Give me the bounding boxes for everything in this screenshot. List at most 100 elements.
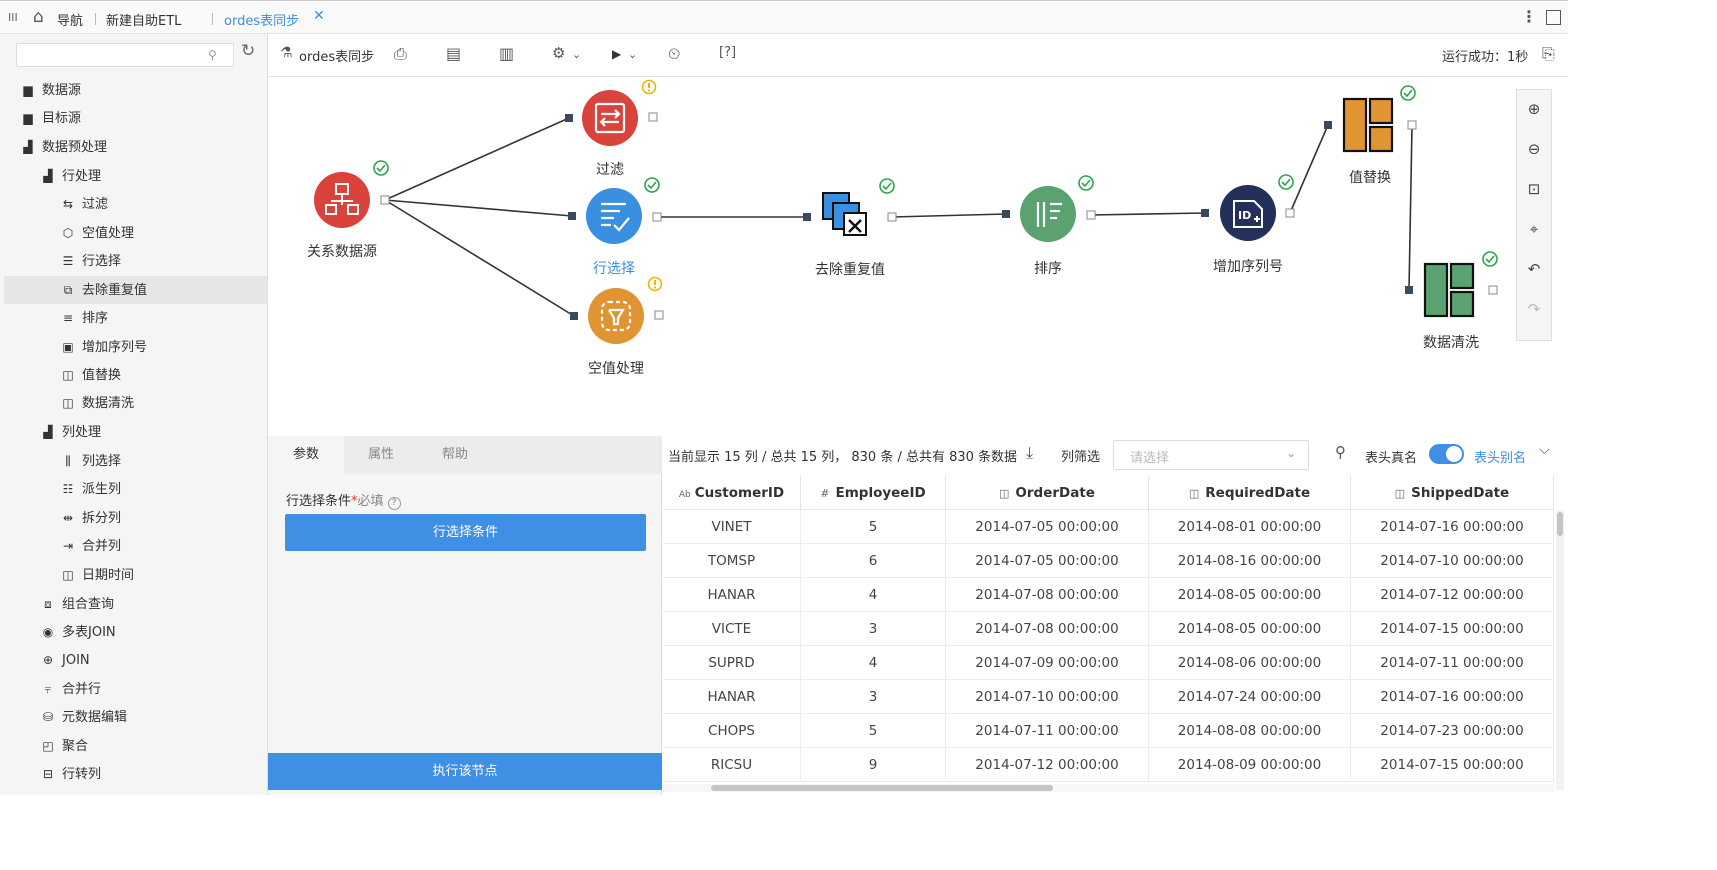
sidebar-item-label: 空值处理 <box>82 226 135 241</box>
sidebar-item-col-select[interactable]: ⫼列选择 <box>60 447 267 475</box>
col-header-employeeid[interactable]: #EmployeeID <box>801 476 946 510</box>
vertical-scrollbar[interactable] <box>1556 510 1564 790</box>
node-label-replace[interactable]: 值替换 <box>1349 170 1391 186</box>
tab-divider <box>95 13 96 25</box>
col-filter-select[interactable]: 请选择 ⌄ <box>1113 440 1309 470</box>
table-cell: 2014-07-12 00:00:00 <box>1351 578 1554 612</box>
node-label-clean[interactable]: 数据清洗 <box>1423 335 1479 351</box>
sidebar-item-datetime[interactable]: ◫日期时间 <box>60 561 267 589</box>
sidebar-item-meta[interactable]: ⛁元数据编辑 <box>40 703 267 731</box>
help-button[interactable]: [?] <box>719 45 737 60</box>
flow-canvas[interactable]: ID <box>268 77 1568 435</box>
sort-node-icon <box>1020 186 1076 242</box>
canvas-zoom-bar: ⊕ ⊖ ⊡ ⌖ ↶ ↷ <box>1516 89 1552 341</box>
execute-node-button[interactable]: 执行该节点 <box>268 753 662 790</box>
chevron-down-icon[interactable]: ⌄ <box>572 48 582 61</box>
node-label-source[interactable]: 关系数据源 <box>307 244 377 260</box>
fit-view-icon[interactable]: ⊡ <box>1527 180 1541 198</box>
zoom-out-icon[interactable]: ⊖ <box>1527 140 1541 158</box>
node-label-rowselect[interactable]: 行选择 <box>593 261 635 277</box>
tab-params[interactable]: 参数 <box>268 436 344 474</box>
sidebar-item-row-process[interactable]: ▟行处理 <box>40 162 267 190</box>
sidebar-item-row-select[interactable]: ☰行选择 <box>60 247 267 275</box>
sidebar-item-null[interactable]: ⬡空值处理 <box>60 219 267 247</box>
save-icon[interactable]: ▤ <box>446 44 462 63</box>
scrollbar-thumb[interactable] <box>1557 512 1563 536</box>
sidebar-item-merge-row[interactable]: ⫧合并行 <box>40 675 267 703</box>
col-header-orderdate[interactable]: ◫OrderDate <box>946 476 1149 510</box>
node-label-filter[interactable]: 过滤 <box>596 162 624 178</box>
scrollbar-thumb[interactable] <box>711 785 1053 791</box>
table-cell: 2014-07-12 00:00:00 <box>946 748 1149 782</box>
sidebar-item-preprocess[interactable]: ▟数据预处理 <box>20 133 267 161</box>
node-label-null[interactable]: 空值处理 <box>588 361 644 377</box>
col-header-requireddate[interactable]: ◫RequiredDate <box>1149 476 1351 510</box>
history-icon[interactable]: ⏲ <box>668 44 681 63</box>
tab-attributes[interactable]: 属性 <box>367 447 394 462</box>
sidebar-item-multi-join[interactable]: ◉多表JOIN <box>40 618 267 646</box>
alias-label: 表头别名 <box>1474 451 1527 466</box>
sidebar-item-filter[interactable]: ⇆ 过滤 <box>60 190 267 218</box>
locate-icon[interactable]: ⌖ <box>1529 220 1539 238</box>
col-header-shippeddate[interactable]: ◫ShippedDate <box>1351 476 1554 510</box>
close-tab-icon[interactable]: ✕ <box>313 8 325 24</box>
maximize-icon[interactable] <box>1546 10 1561 25</box>
collapse-chevron-icon[interactable]: ⌵ <box>1539 442 1550 458</box>
sidebar-item-aggregate[interactable]: ◰聚合 <box>40 732 267 760</box>
pivot-icon: ⊟ <box>42 767 54 781</box>
replace-node-icon <box>1342 97 1394 153</box>
svg-text:ID: ID <box>1238 209 1251 222</box>
sidebar-item-dedupe[interactable]: ⧉去除重复值 <box>4 276 267 304</box>
filter-icon: ⇆ <box>62 197 74 211</box>
sidebar-item-target[interactable]: ▆目标源 <box>20 104 267 132</box>
help-circle-icon[interactable]: ? <box>387 497 401 510</box>
sidebar-item-col-process[interactable]: ▟列处理 <box>40 418 267 446</box>
save-as-icon[interactable]: ▥ <box>499 44 515 63</box>
header-name-toggle[interactable] <box>1429 444 1464 464</box>
properties-icon[interactable]: ⎙ <box>394 44 407 63</box>
download-icon[interactable]: ⤓ <box>1026 443 1034 462</box>
sidebar-item-label: 过滤 <box>82 197 109 212</box>
sidebar-item-merge-col[interactable]: ⇥合并列 <box>60 532 267 560</box>
sidebar-item-pivot[interactable]: ⊟行转列 <box>40 760 267 788</box>
menu-grip-icon[interactable]: III <box>8 11 18 24</box>
log-icon[interactable]: ⎘ <box>1542 44 1555 63</box>
node-label-dedupe[interactable]: 去除重复值 <box>815 262 885 278</box>
condition-button[interactable]: 行选择条件 <box>285 514 646 551</box>
node-label-seq[interactable]: 增加序列号 <box>1213 259 1283 275</box>
sidebar-item-join[interactable]: ⊕JOIN <box>40 646 267 674</box>
more-vertical-icon[interactable]: ⋮ <box>1521 7 1537 26</box>
sidebar-item-seq[interactable]: ▣增加序列号 <box>60 333 267 361</box>
run-icon[interactable]: ▶ <box>612 47 622 61</box>
search-input[interactable] <box>16 43 234 67</box>
home-icon[interactable]: ⌂ <box>33 7 44 27</box>
join-multi-icon: ◉ <box>42 625 54 639</box>
col-filter-placeholder: 请选择 <box>1130 451 1170 466</box>
sidebar-item-clean[interactable]: ◫数据清洗 <box>60 389 267 417</box>
horizontal-scrollbar[interactable] <box>663 784 1554 792</box>
refresh-icon[interactable]: ↻ <box>241 41 256 61</box>
sidebar-item-replace[interactable]: ◫值替换 <box>60 361 267 389</box>
sidebar-item-datasource[interactable]: ▆数据源 <box>20 76 267 104</box>
tab-ordes-sync[interactable]: ordes表同步 <box>224 14 300 29</box>
col-filter-label: 列筛选 <box>1061 450 1101 465</box>
search-icon[interactable]: ⚲ <box>208 48 217 62</box>
sidebar-item-combo[interactable]: ⧈组合查询 <box>40 590 267 618</box>
undo-icon[interactable]: ↶ <box>1527 260 1541 278</box>
table-cell: 5 <box>801 510 946 544</box>
tab-help[interactable]: 帮助 <box>441 447 468 462</box>
flow-connectors: ID <box>314 79 1498 344</box>
chevron-down-icon[interactable]: ⌄ <box>628 48 638 61</box>
pin-icon[interactable]: ⚲ <box>1335 443 1346 461</box>
sidebar-item-split[interactable]: ⇹拆分列 <box>60 504 267 532</box>
schedule-icon[interactable]: ⚙ <box>552 44 566 62</box>
node-label-sort[interactable]: 排序 <box>1034 261 1062 277</box>
sidebar-item-derive[interactable]: ☷派生列 <box>60 475 267 503</box>
redo-icon[interactable]: ↷ <box>1527 300 1541 318</box>
row-select-icon: ☰ <box>62 254 74 268</box>
sidebar-item-sort[interactable]: ≡排序 <box>60 304 267 332</box>
tab-new-etl[interactable]: 新建自助ETL <box>106 14 182 29</box>
nav-link[interactable]: 导航 <box>57 14 84 29</box>
zoom-in-icon[interactable]: ⊕ <box>1527 100 1541 118</box>
